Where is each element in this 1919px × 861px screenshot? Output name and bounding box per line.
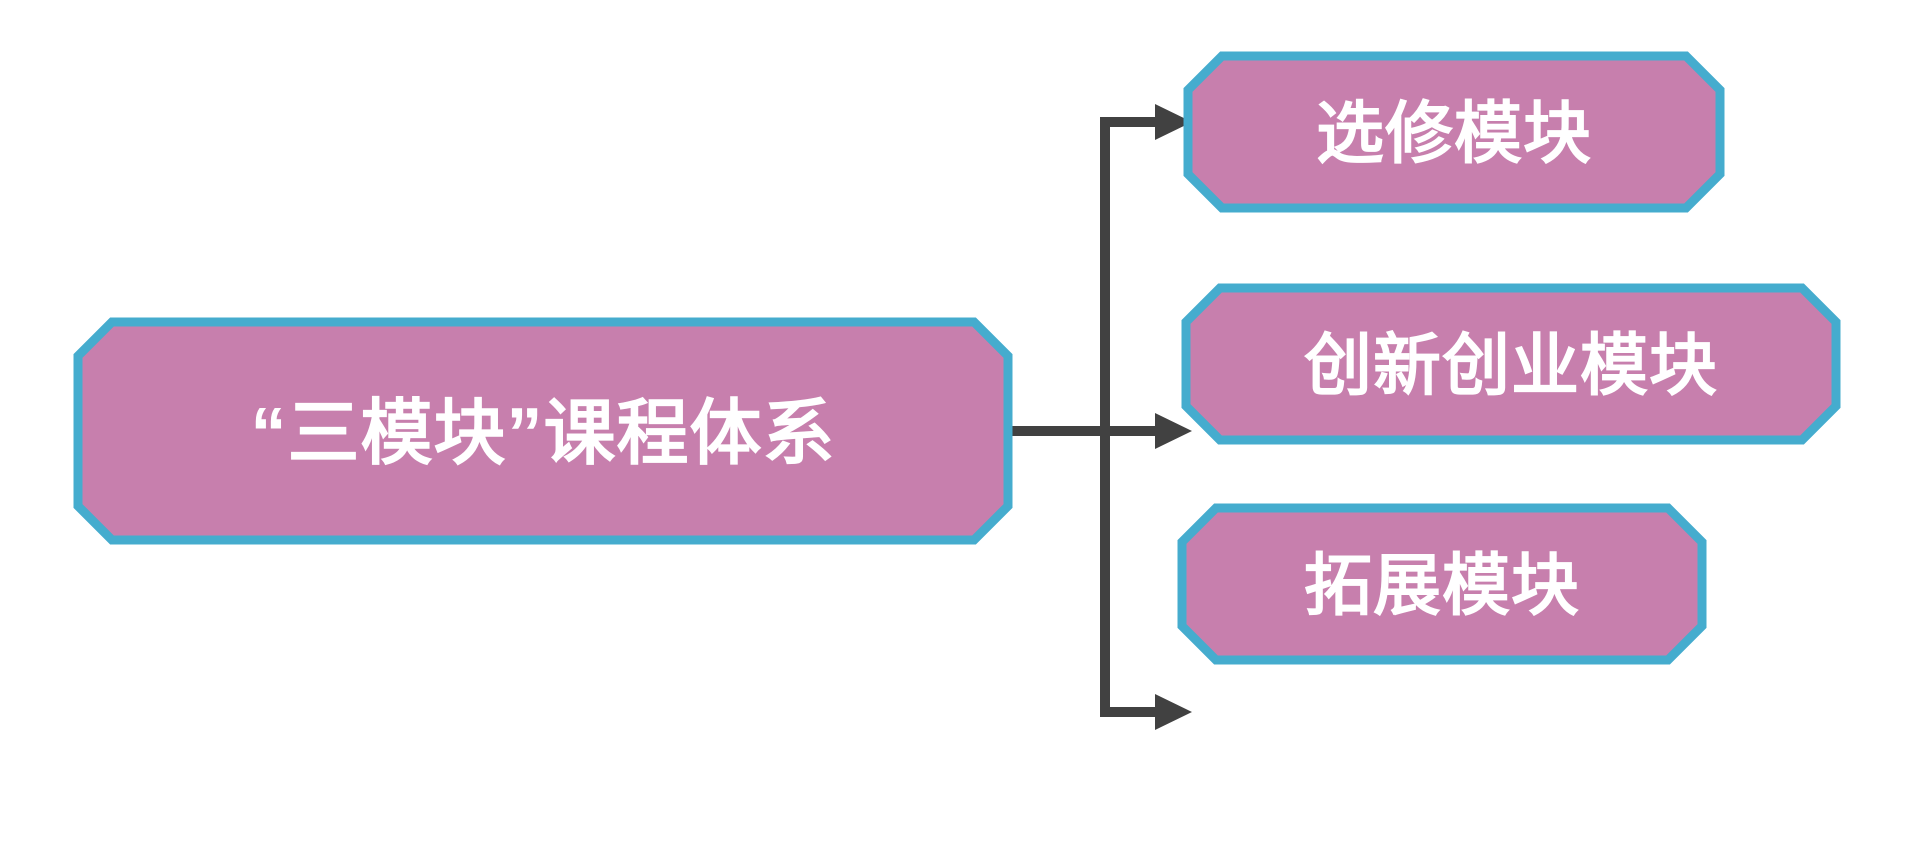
connector-group [1003,104,1192,730]
child-node-elective[interactable]: 选修模块 [1183,51,1725,213]
arrowhead-expansion-icon [1155,694,1192,730]
child-node-expansion-shape [1177,503,1707,665]
child-node-expansion-label: 拓展模块 [1304,548,1580,624]
child-node-elective-label: 选修模块 [1316,96,1592,172]
root-node-label: “三模块”课程体系 [250,394,835,474]
child-node-innovation-shape [1181,283,1841,445]
arrowhead-innovation-icon [1155,413,1192,449]
child-node-innovation[interactable]: 创新创业模块 [1181,283,1841,445]
root-node-shape [73,317,1013,545]
child-node-innovation-label: 创新创业模块 [1303,328,1718,404]
arrowhead-elective-icon [1155,104,1192,140]
root-node[interactable]: “三模块”课程体系 [73,317,1013,545]
child-node-expansion[interactable]: 拓展模块 [1177,503,1707,665]
child-node-elective-shape [1183,51,1725,213]
